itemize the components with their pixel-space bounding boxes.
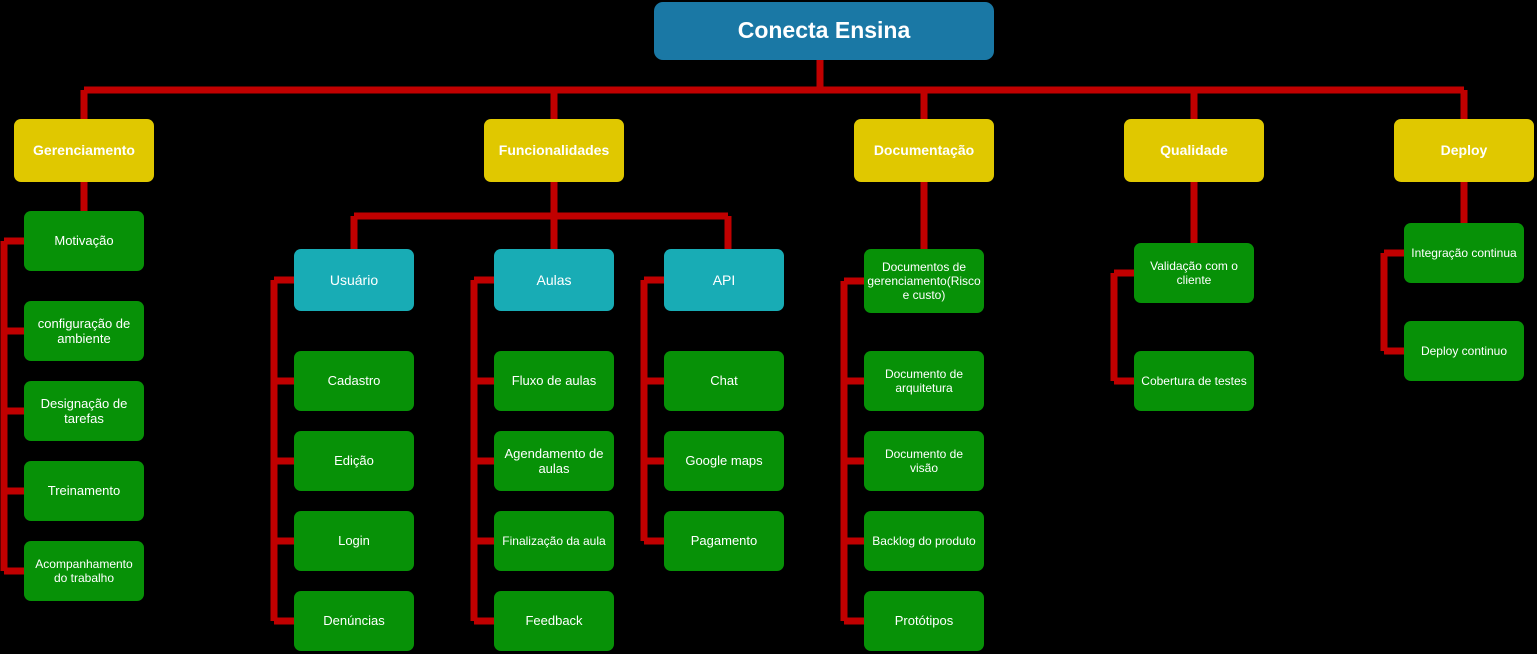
node-label: Documento de visão <box>884 446 964 475</box>
leaf-node-configuracao-de-ambiente[interactable]: configuração de ambiente <box>24 301 144 361</box>
node-label: Conecta Ensina <box>737 17 911 44</box>
node-label: Chat <box>710 373 738 389</box>
node-label: Cadastro <box>327 373 381 389</box>
category-node-gerenciamento[interactable]: Gerenciamento <box>14 119 154 182</box>
leaf-node-documento-de-arquitetura[interactable]: Documento de arquitetura <box>864 351 984 411</box>
leaf-node-treinamento[interactable]: Treinamento <box>24 461 144 521</box>
node-label: Google maps <box>685 453 763 469</box>
node-label: Integração continua <box>1411 245 1517 260</box>
node-label: Cobertura de testes <box>1141 373 1247 388</box>
leaf-node-fluxo-de-aulas[interactable]: Fluxo de aulas <box>494 351 614 411</box>
node-label: Designação de tarefas <box>40 395 128 426</box>
node-label: Denúncias <box>323 613 385 629</box>
node-label: Finalização da aula <box>502 533 606 548</box>
leaf-node-denuncias[interactable]: Denúncias <box>294 591 414 651</box>
node-label: Documentos de gerenciamento(Risco e cust… <box>867 259 981 303</box>
node-label: configuração de ambiente <box>37 315 131 346</box>
leaf-node-feedback[interactable]: Feedback <box>494 591 614 651</box>
root-node-conecta-ensina[interactable]: Conecta Ensina <box>654 2 994 60</box>
node-label: Treinamento <box>47 483 121 499</box>
node-label: Funcionalidades <box>498 142 610 159</box>
subcategory-node-aulas[interactable]: Aulas <box>494 249 614 311</box>
leaf-node-integracao-continua[interactable]: Integração continua <box>1404 223 1524 283</box>
node-label: Backlog do produto <box>872 533 976 548</box>
node-label: Deploy continuo <box>1420 343 1508 358</box>
category-node-qualidade[interactable]: Qualidade <box>1124 119 1264 182</box>
subcategory-node-api[interactable]: API <box>664 249 784 311</box>
category-node-funcionalidades[interactable]: Funcionalidades <box>484 119 624 182</box>
node-label: Protótipos <box>894 613 954 629</box>
node-label: Motivação <box>54 233 114 249</box>
node-label: Deploy <box>1440 142 1488 159</box>
node-label: Acompanhamento do trabalho <box>35 556 133 585</box>
node-label: Documentação <box>873 142 975 159</box>
leaf-node-chat[interactable]: Chat <box>664 351 784 411</box>
node-label: Aulas <box>536 271 572 288</box>
node-label: Gerenciamento <box>33 142 135 159</box>
category-node-deploy[interactable]: Deploy <box>1394 119 1534 182</box>
node-label: Usuário <box>329 271 379 288</box>
leaf-node-deploy-continuo[interactable]: Deploy continuo <box>1404 321 1524 381</box>
node-label: Edição <box>334 453 374 469</box>
node-label: Fluxo de aulas <box>511 373 597 389</box>
subcategory-node-usuario[interactable]: Usuário <box>294 249 414 311</box>
leaf-node-pagamento[interactable]: Pagamento <box>664 511 784 571</box>
leaf-node-motivacao[interactable]: Motivação <box>24 211 144 271</box>
node-label: Qualidade <box>1160 142 1228 159</box>
leaf-node-login[interactable]: Login <box>294 511 414 571</box>
node-label: Feedback <box>525 613 583 629</box>
node-label: Validação com o cliente <box>1150 258 1238 287</box>
leaf-node-cadastro[interactable]: Cadastro <box>294 351 414 411</box>
leaf-node-prototipos[interactable]: Protótipos <box>864 591 984 651</box>
category-node-documentacao[interactable]: Documentação <box>854 119 994 182</box>
leaf-node-edicao[interactable]: Edição <box>294 431 414 491</box>
node-label: Documento de arquitetura <box>884 366 964 395</box>
node-label: Pagamento <box>690 533 758 549</box>
leaf-node-agendamento-de-aulas[interactable]: Agendamento de aulas <box>494 431 614 491</box>
leaf-node-cobertura-de-testes[interactable]: Cobertura de testes <box>1134 351 1254 411</box>
leaf-node-acompanhamento-do-trabalho[interactable]: Acompanhamento do trabalho <box>24 541 144 601</box>
node-label: Agendamento de aulas <box>504 445 604 476</box>
leaf-node-documento-de-visao[interactable]: Documento de visão <box>864 431 984 491</box>
leaf-node-validacao-com-o-cliente[interactable]: Validação com o cliente <box>1134 243 1254 303</box>
leaf-node-finalizacao-da-aula[interactable]: Finalização da aula <box>494 511 614 571</box>
leaf-node-backlog-do-produto[interactable]: Backlog do produto <box>864 511 984 571</box>
leaf-node-google-maps[interactable]: Google maps <box>664 431 784 491</box>
leaf-node-designacao-de-tarefas[interactable]: Designação de tarefas <box>24 381 144 441</box>
node-label: Login <box>338 533 370 549</box>
node-label: API <box>712 271 736 288</box>
leaf-node-documentos-de-gerenciamento-risco-e-cust[interactable]: Documentos de gerenciamento(Risco e cust… <box>864 249 984 313</box>
